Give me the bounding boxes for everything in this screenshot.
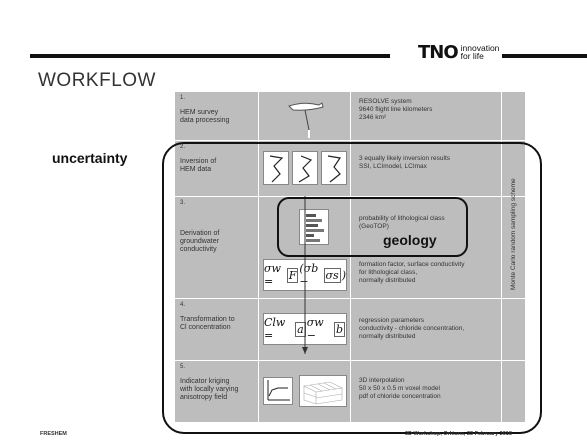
inversion-profile-3 xyxy=(321,151,347,185)
step-description: RESOLVE system 9640 flight line kilomete… xyxy=(359,98,433,121)
logo-tagline: innovation for life xyxy=(460,42,500,61)
variogram-plot xyxy=(263,377,293,405)
workflow-row-1: 1. HEM survey data processing RESOLVE sy… xyxy=(175,92,525,140)
step-description: regression parameters conductivity - chl… xyxy=(359,317,465,340)
monte-carlo-column xyxy=(501,361,525,422)
header-rule-left xyxy=(30,54,390,58)
monte-carlo-column xyxy=(501,92,525,140)
step-description: 3D interpolation 50 x 50 x 0.5 m voxel m… xyxy=(359,377,441,400)
uncertainty-outline xyxy=(162,142,542,434)
workflow-row-2: 2. Inversion of HEM data 3 equally likel… xyxy=(175,140,525,196)
step-description: 3 equally likely inversion results SSI, … xyxy=(359,155,451,170)
workflow-row-5: 5. Indicator kriging with locally varyin… xyxy=(175,360,525,422)
slide-title: WORKFLOW xyxy=(38,70,156,91)
footer-right: 3D Workshop, Orléans, 23 February 2018 xyxy=(405,431,512,437)
lithology-histogram xyxy=(299,209,329,245)
inversion-profile-2 xyxy=(292,151,318,185)
monte-carlo-column xyxy=(501,299,525,360)
step-number: 5. xyxy=(180,364,186,370)
step-description-secondary: formation factor, surface conductivity f… xyxy=(359,261,465,284)
footer-left: FRESHEM xyxy=(40,431,67,437)
step-number: 1. xyxy=(180,95,186,101)
step-label: Inversion of HEM data xyxy=(180,158,217,173)
geology-outline xyxy=(277,197,468,257)
step-cell: 1. HEM survey data processing xyxy=(175,92,259,140)
step-cell: 3. Derivation of groundwater conductivit… xyxy=(175,197,259,298)
flow-arrow xyxy=(302,196,308,354)
logo-wordmark: TNO xyxy=(418,41,459,63)
step-label: Indicator kriging with locally varying a… xyxy=(180,378,239,401)
step-cell: 4. Transformation to Cl concentration xyxy=(175,299,259,360)
step-number: 3. xyxy=(180,200,186,206)
helicopter-picture-cell xyxy=(259,92,351,140)
step-label: Transformation to Cl concentration xyxy=(180,316,235,331)
kriging-picture-cell xyxy=(259,361,351,422)
header-rule-right xyxy=(502,54,587,58)
slide-header xyxy=(0,0,587,56)
inversion-picture-cell xyxy=(259,141,351,196)
voxel-grid xyxy=(299,375,347,407)
inversion-profile-1 xyxy=(263,151,289,185)
step-cell: 5. Indicator kriging with locally varyin… xyxy=(175,361,259,422)
geology-label: geology xyxy=(383,232,437,248)
step-number: 4. xyxy=(180,302,186,308)
helicopter-icon xyxy=(288,102,324,138)
uncertainty-label: uncertainty xyxy=(52,150,128,166)
step-label: HEM survey data processing xyxy=(180,109,230,124)
tno-logo: TNO innovation for life xyxy=(418,41,500,63)
workflow-figure: 1. HEM survey data processing RESOLVE sy… xyxy=(175,92,525,422)
step-description: probability of lithological class (GeoTO… xyxy=(359,215,445,230)
monte-carlo-column xyxy=(501,141,525,196)
monte-carlo-column xyxy=(501,197,525,298)
step-label: Derivation of groundwater conductivity xyxy=(180,230,220,253)
